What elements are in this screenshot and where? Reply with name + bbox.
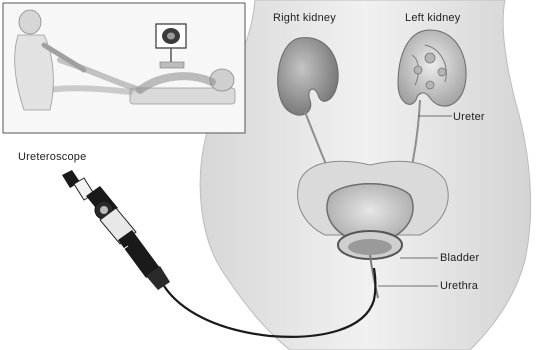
inset-illustration xyxy=(3,3,245,133)
ureter-label: Ureter xyxy=(453,111,485,123)
bladder-opening xyxy=(348,239,392,255)
left-kidney-label: Left kidney xyxy=(405,12,460,24)
bladder-label: Bladder xyxy=(440,252,479,264)
urethra-label: Urethra xyxy=(440,280,478,292)
ureteroscope-label: Ureteroscope xyxy=(18,151,86,163)
left-kidney-shape xyxy=(398,30,466,106)
right-kidney-label: Right kidney xyxy=(273,12,336,24)
